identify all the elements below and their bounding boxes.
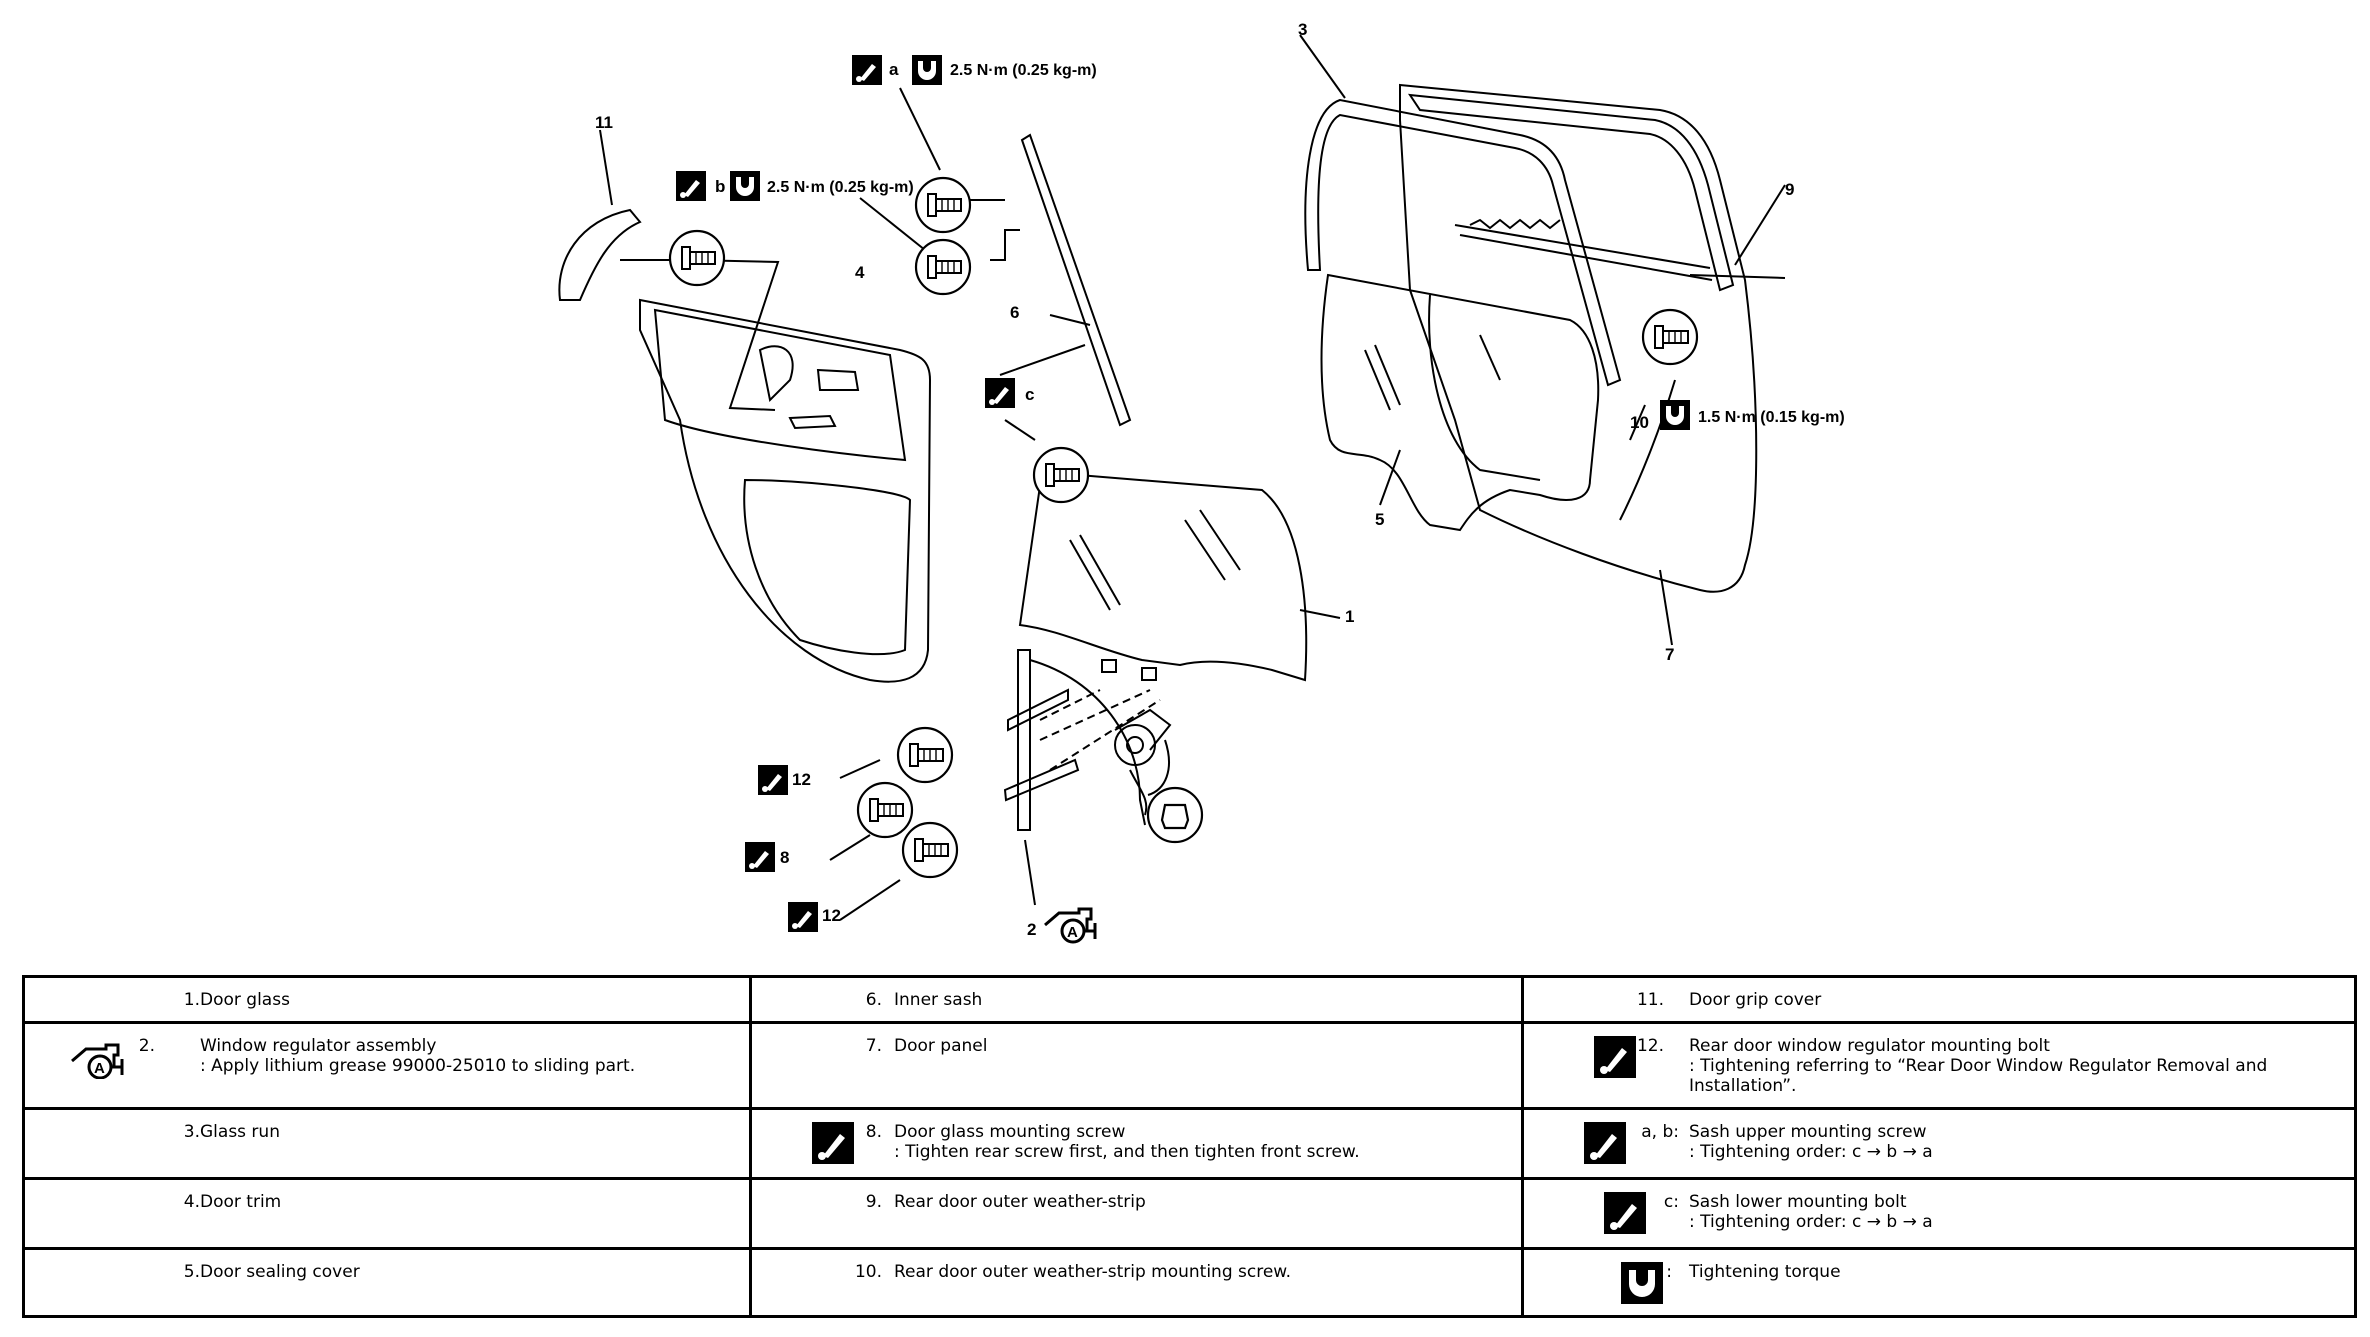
legend-cell: 10. Rear door outer weather-strip mounti… bbox=[752, 1250, 1524, 1315]
callout-12-upper: 12 bbox=[792, 770, 811, 789]
grease-gun-icon: A bbox=[71, 1043, 124, 1079]
callout-12-lower: 12 bbox=[822, 906, 841, 925]
svg-text:A: A bbox=[94, 1060, 105, 1077]
tightening-icon bbox=[1594, 1036, 1636, 1078]
callout-2: 2 bbox=[1027, 920, 1036, 939]
callout-11: 11 bbox=[595, 113, 613, 132]
callout-7: 7 bbox=[1665, 645, 1674, 664]
legend-cell: 4. Door trim bbox=[25, 1180, 752, 1250]
legend-cell: 6. Inner sash bbox=[752, 978, 1524, 1024]
legend-cell: : Tightening torque bbox=[1524, 1250, 2354, 1315]
callout-1: 1 bbox=[1345, 607, 1354, 626]
door-grip-cover bbox=[558, 208, 642, 301]
tightening-icon bbox=[812, 1122, 854, 1164]
legend-cell: 1. Door glass bbox=[25, 978, 752, 1024]
legend-cell: c: Sash lower mounting bolt : Tightening… bbox=[1524, 1180, 2354, 1250]
tightening-icon bbox=[758, 765, 788, 795]
torque-icon bbox=[730, 171, 760, 201]
glass-run bbox=[1304, 98, 1622, 387]
tightening-icon bbox=[676, 171, 706, 201]
callout-a: a bbox=[889, 60, 899, 79]
legend-table: 1. Door glass 6. Inner sash 11. Door gri… bbox=[22, 975, 2357, 1318]
torque-label-b: 2.5 N·m (0.25 kg-m) bbox=[767, 179, 914, 196]
tightening-icon bbox=[1604, 1192, 1646, 1234]
tightening-icon bbox=[852, 55, 882, 85]
callout-b: b bbox=[715, 177, 725, 196]
callout-5: 5 bbox=[1375, 510, 1384, 529]
window-regulator bbox=[1017, 649, 1031, 831]
callout-8: 8 bbox=[780, 848, 789, 867]
callout-10: 10 bbox=[1630, 413, 1649, 432]
torque-icon bbox=[912, 55, 942, 85]
door-panel bbox=[1399, 83, 1758, 593]
legend-cell: 8. Door glass mounting screw : Tighten r… bbox=[752, 1110, 1524, 1180]
tightening-icon bbox=[788, 902, 818, 932]
tightening-icon bbox=[985, 378, 1015, 408]
torque-icon bbox=[1660, 400, 1690, 430]
legend-cell: 5. Door sealing cover bbox=[25, 1250, 752, 1315]
callout-c: c bbox=[1025, 385, 1034, 404]
torque-icon bbox=[1621, 1262, 1663, 1304]
tightening-icon bbox=[745, 842, 775, 872]
torque-label-10: 1.5 N·m (0.15 kg-m) bbox=[1698, 409, 1845, 426]
legend-cell: 3. Glass run bbox=[25, 1110, 752, 1180]
grease-icon bbox=[1043, 907, 1097, 944]
door-trim bbox=[639, 298, 932, 683]
callout-9: 9 bbox=[1785, 180, 1794, 199]
callout-6: 6 bbox=[1010, 303, 1019, 322]
callout-3: 3 bbox=[1298, 20, 1307, 39]
legend-cell: 11. Door grip cover bbox=[1524, 978, 2354, 1024]
legend-cell: 12. Rear door window regulator mounting … bbox=[1524, 1024, 2354, 1110]
door-glass bbox=[1018, 470, 1308, 682]
callout-4: 4 bbox=[855, 263, 865, 282]
exploded-door-diagram: A bbox=[558, 20, 1845, 944]
inner-sash bbox=[1020, 133, 1132, 427]
torque-label-a: 2.5 N·m (0.25 kg-m) bbox=[950, 62, 1097, 79]
legend-cell: 9. Rear door outer weather-strip bbox=[752, 1180, 1524, 1250]
legend-cell: A 2. Window regulator assembly : Apply l… bbox=[25, 1024, 752, 1110]
tightening-icon bbox=[1584, 1122, 1626, 1164]
legend-cell: a, b: Sash upper mounting screw : Tighte… bbox=[1524, 1110, 2354, 1180]
door-sealing-cover bbox=[1320, 273, 1600, 532]
legend-cell: 7. Door panel bbox=[752, 1024, 1524, 1110]
